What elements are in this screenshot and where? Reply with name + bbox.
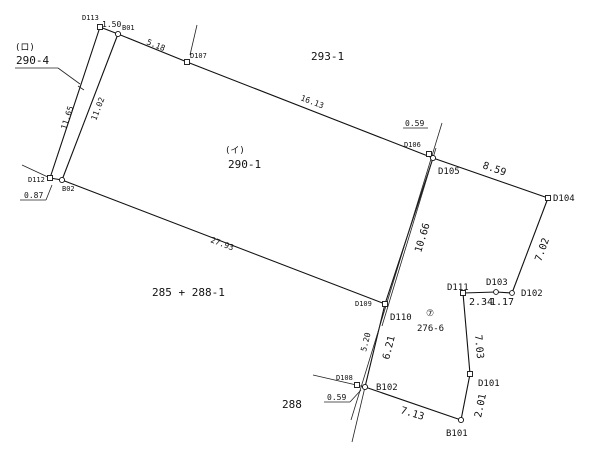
dim-0-59-bot: 0.59: [327, 393, 346, 402]
parcel-285-288-1: 285 + 288-1: [152, 286, 225, 299]
point-b101: [457, 416, 465, 424]
boundary-d101-b101: [460, 373, 471, 421]
line-to-b101: [351, 386, 366, 443]
dim-1-17: 1.17: [490, 297, 514, 308]
boundary-d113-b01: [99, 26, 119, 35]
leader-290-4-b: [57, 67, 81, 85]
dim-7-03: 7.03: [472, 334, 485, 359]
dim-5-18: 5.18: [145, 38, 166, 54]
leader-087-b: [45, 184, 53, 201]
point-d107: [184, 59, 190, 65]
point-d111: [460, 290, 466, 296]
boundary-d104-d102: [511, 197, 549, 294]
parcel-290-1: 290-1: [228, 158, 261, 171]
boundary-d105-d104: [432, 157, 549, 199]
boundary-ext-d112: [21, 164, 51, 179]
label-d108: D108: [336, 374, 353, 382]
point-d102: [509, 290, 515, 296]
dim-10-66: 10.66: [413, 222, 432, 254]
boundary-d113-d112: [49, 26, 101, 179]
dim-16-13: 16.13: [299, 93, 325, 110]
dim-27-93: 27.93: [209, 235, 235, 252]
dim-0-87: 0.87: [24, 191, 43, 200]
label-d110: D110: [390, 313, 412, 323]
point-d112: [47, 175, 53, 181]
point-b102: [361, 383, 369, 391]
boundary-b01-d107: [117, 33, 188, 63]
point-d103: [493, 289, 499, 295]
dim-2-34: 2.34: [469, 297, 493, 308]
point-d105: [429, 154, 437, 162]
label-d106: D106: [404, 141, 421, 149]
road-line-b: [381, 147, 437, 327]
label-b01: B01: [122, 24, 135, 32]
dim-11-02: 11.02: [89, 96, 106, 122]
point-d109: [382, 301, 388, 307]
tick-top: [189, 24, 198, 56]
tick-290-4-left: [77, 85, 85, 91]
leader-059-bot-b: [349, 389, 362, 403]
parcel-276-6: 276-6: [417, 324, 444, 334]
boundary-b02-d109: [61, 179, 386, 305]
point-b01: [114, 30, 122, 38]
dim-7-13: 7.13: [399, 405, 425, 423]
dim-2-01: 2.01: [473, 393, 489, 419]
parcel-288: 288: [282, 398, 302, 411]
dim-11-65: 11.65: [59, 105, 75, 131]
label-d112: D112: [28, 176, 45, 184]
label-d105: D105: [438, 167, 460, 177]
boundary-d103-d111: [462, 291, 497, 294]
point-d104: [545, 195, 551, 201]
dim-5-20: 5.20: [359, 331, 372, 352]
dim-7-02: 7.02: [533, 237, 552, 263]
label-b02: B02: [62, 185, 75, 193]
parcel-290-1-mark: (イ): [225, 146, 245, 156]
dim-0-59-top: 0.59: [405, 119, 424, 128]
label-d102: D102: [521, 289, 543, 299]
label-d104: D104: [553, 194, 575, 204]
label-d107: D107: [190, 52, 207, 60]
point-d106: [426, 151, 432, 157]
dim-6-21: 6.21: [381, 335, 398, 361]
point-b02: [58, 176, 66, 184]
parcel-293-1: 293-1: [311, 50, 344, 63]
parcel-290-4: 290-4: [16, 54, 49, 67]
dim-1-50: 1.50: [102, 20, 121, 29]
boundary-b102-b101: [364, 386, 462, 421]
parcel-290-4-mark: (ロ): [15, 43, 35, 53]
boundary-d109-b102: [364, 303, 386, 388]
label-d109: D109: [355, 300, 372, 308]
label-d111: D111: [447, 283, 469, 293]
parcel-276-6-mark: ⑦: [426, 309, 434, 319]
label-b102: B102: [376, 383, 398, 393]
point-d113: [97, 24, 103, 30]
boundary-d111-d101: [462, 292, 471, 375]
label-b101: B101: [446, 429, 468, 439]
point-d108: [354, 382, 360, 388]
boundary-b01-b02: [61, 33, 119, 181]
boundary-d107-d105: [186, 61, 434, 159]
point-d101: [467, 371, 473, 377]
label-d103: D103: [486, 278, 508, 288]
label-d101: D101: [478, 379, 500, 389]
label-d113: D113: [82, 14, 99, 22]
road-line-a: [350, 122, 443, 421]
